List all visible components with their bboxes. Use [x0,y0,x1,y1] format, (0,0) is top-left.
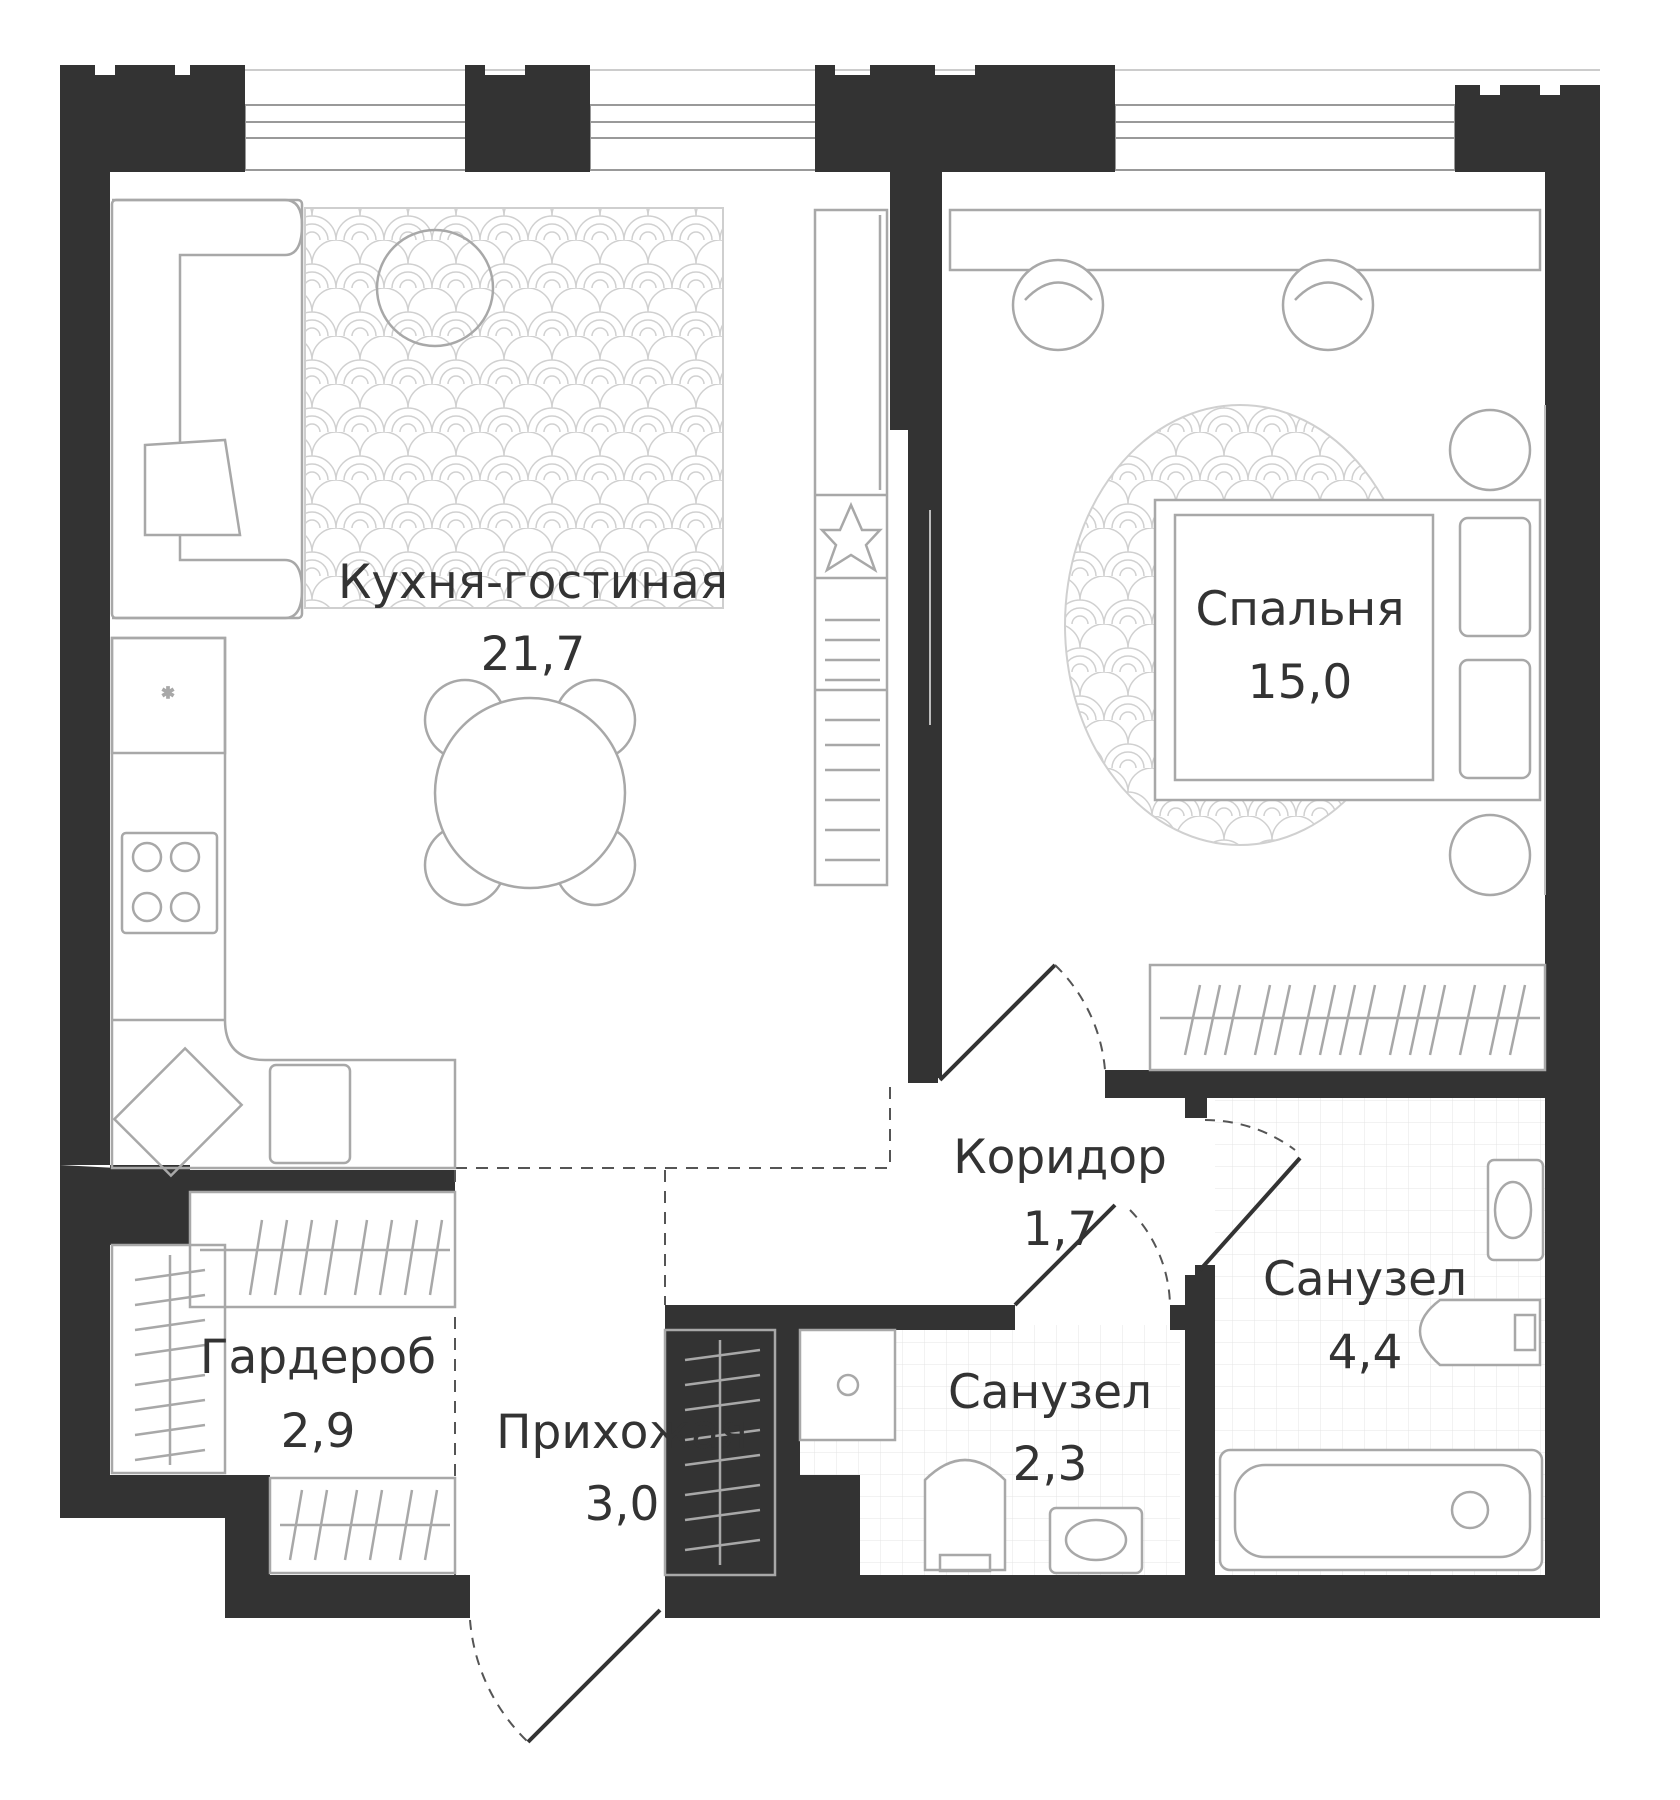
room-area-bathroom-large: 4,4 [1328,1325,1403,1380]
sofa-icon [110,198,304,620]
room-area-bedroom: 15,0 [1248,655,1353,710]
armchair-icon [1011,258,1375,352]
toilet-icon [1418,1298,1542,1367]
room-name-bathroom-large: Санузел [1263,1252,1467,1307]
plant-icon [819,501,883,573]
room-area-hallway: 3,0 [585,1477,660,1532]
wardrobe-furniture [110,1190,457,1575]
bathtub-icon [1218,1448,1544,1572]
wardrobe-rail-icon [1148,963,1547,1072]
stove-icon [120,831,219,935]
nightstand-icon [1448,408,1532,897]
bathroom-small-door-leaf [1013,1203,1117,1307]
room-name-bedroom: Спальня [1195,582,1404,637]
kitchen-living-furniture: * [110,198,889,1178]
hallway-furniture [663,1328,777,1577]
sink-icon [112,1046,244,1178]
kitchen-counter: * [110,636,457,1178]
washbasin-icon [1486,1158,1545,1262]
shelving-unit [813,208,889,887]
bathroom-small-furniture [798,1328,1144,1575]
round-table-icon [375,228,495,348]
fridge-icon [110,636,227,755]
rug [304,207,724,609]
room-labels: Кухня-гостиная 21,7 Спальня 15,0 Коридор… [200,555,1467,1532]
bathroom-large-door-leaf [1198,1156,1302,1272]
bedroom-furniture [929,208,1547,1072]
washing-machine-icon [798,1328,897,1442]
bedroom-door-leaf [938,963,1057,1082]
bed-icon [1153,498,1542,802]
doors [469,963,1302,1744]
entrance-door-leaf [526,1608,662,1744]
walls [60,65,1600,1618]
room-name-bathroom-small: Санузел [948,1365,1152,1420]
toilet-icon [923,1458,1007,1572]
room-name-hallway: Прихожая [496,1405,748,1460]
room-area-bathroom-small: 2,3 [1013,1437,1088,1492]
dining-table-icon [423,678,637,907]
bathroom-large-furniture [1218,1158,1545,1572]
room-area-kitchen-living: 21,7 [481,627,586,682]
room-name-wardrobe: Гардероб [200,1330,436,1385]
washbasin-icon [1048,1506,1144,1575]
room-name-corridor: Коридор [953,1130,1167,1185]
room-name-kitchen-living: Кухня-гостиная [338,555,728,610]
room-area-wardrobe: 2,9 [281,1404,356,1459]
room-area-corridor: 1,7 [1023,1202,1098,1257]
svg-text:*: * [163,685,174,710]
dishwasher-icon [268,1063,352,1165]
desk [948,208,1542,272]
